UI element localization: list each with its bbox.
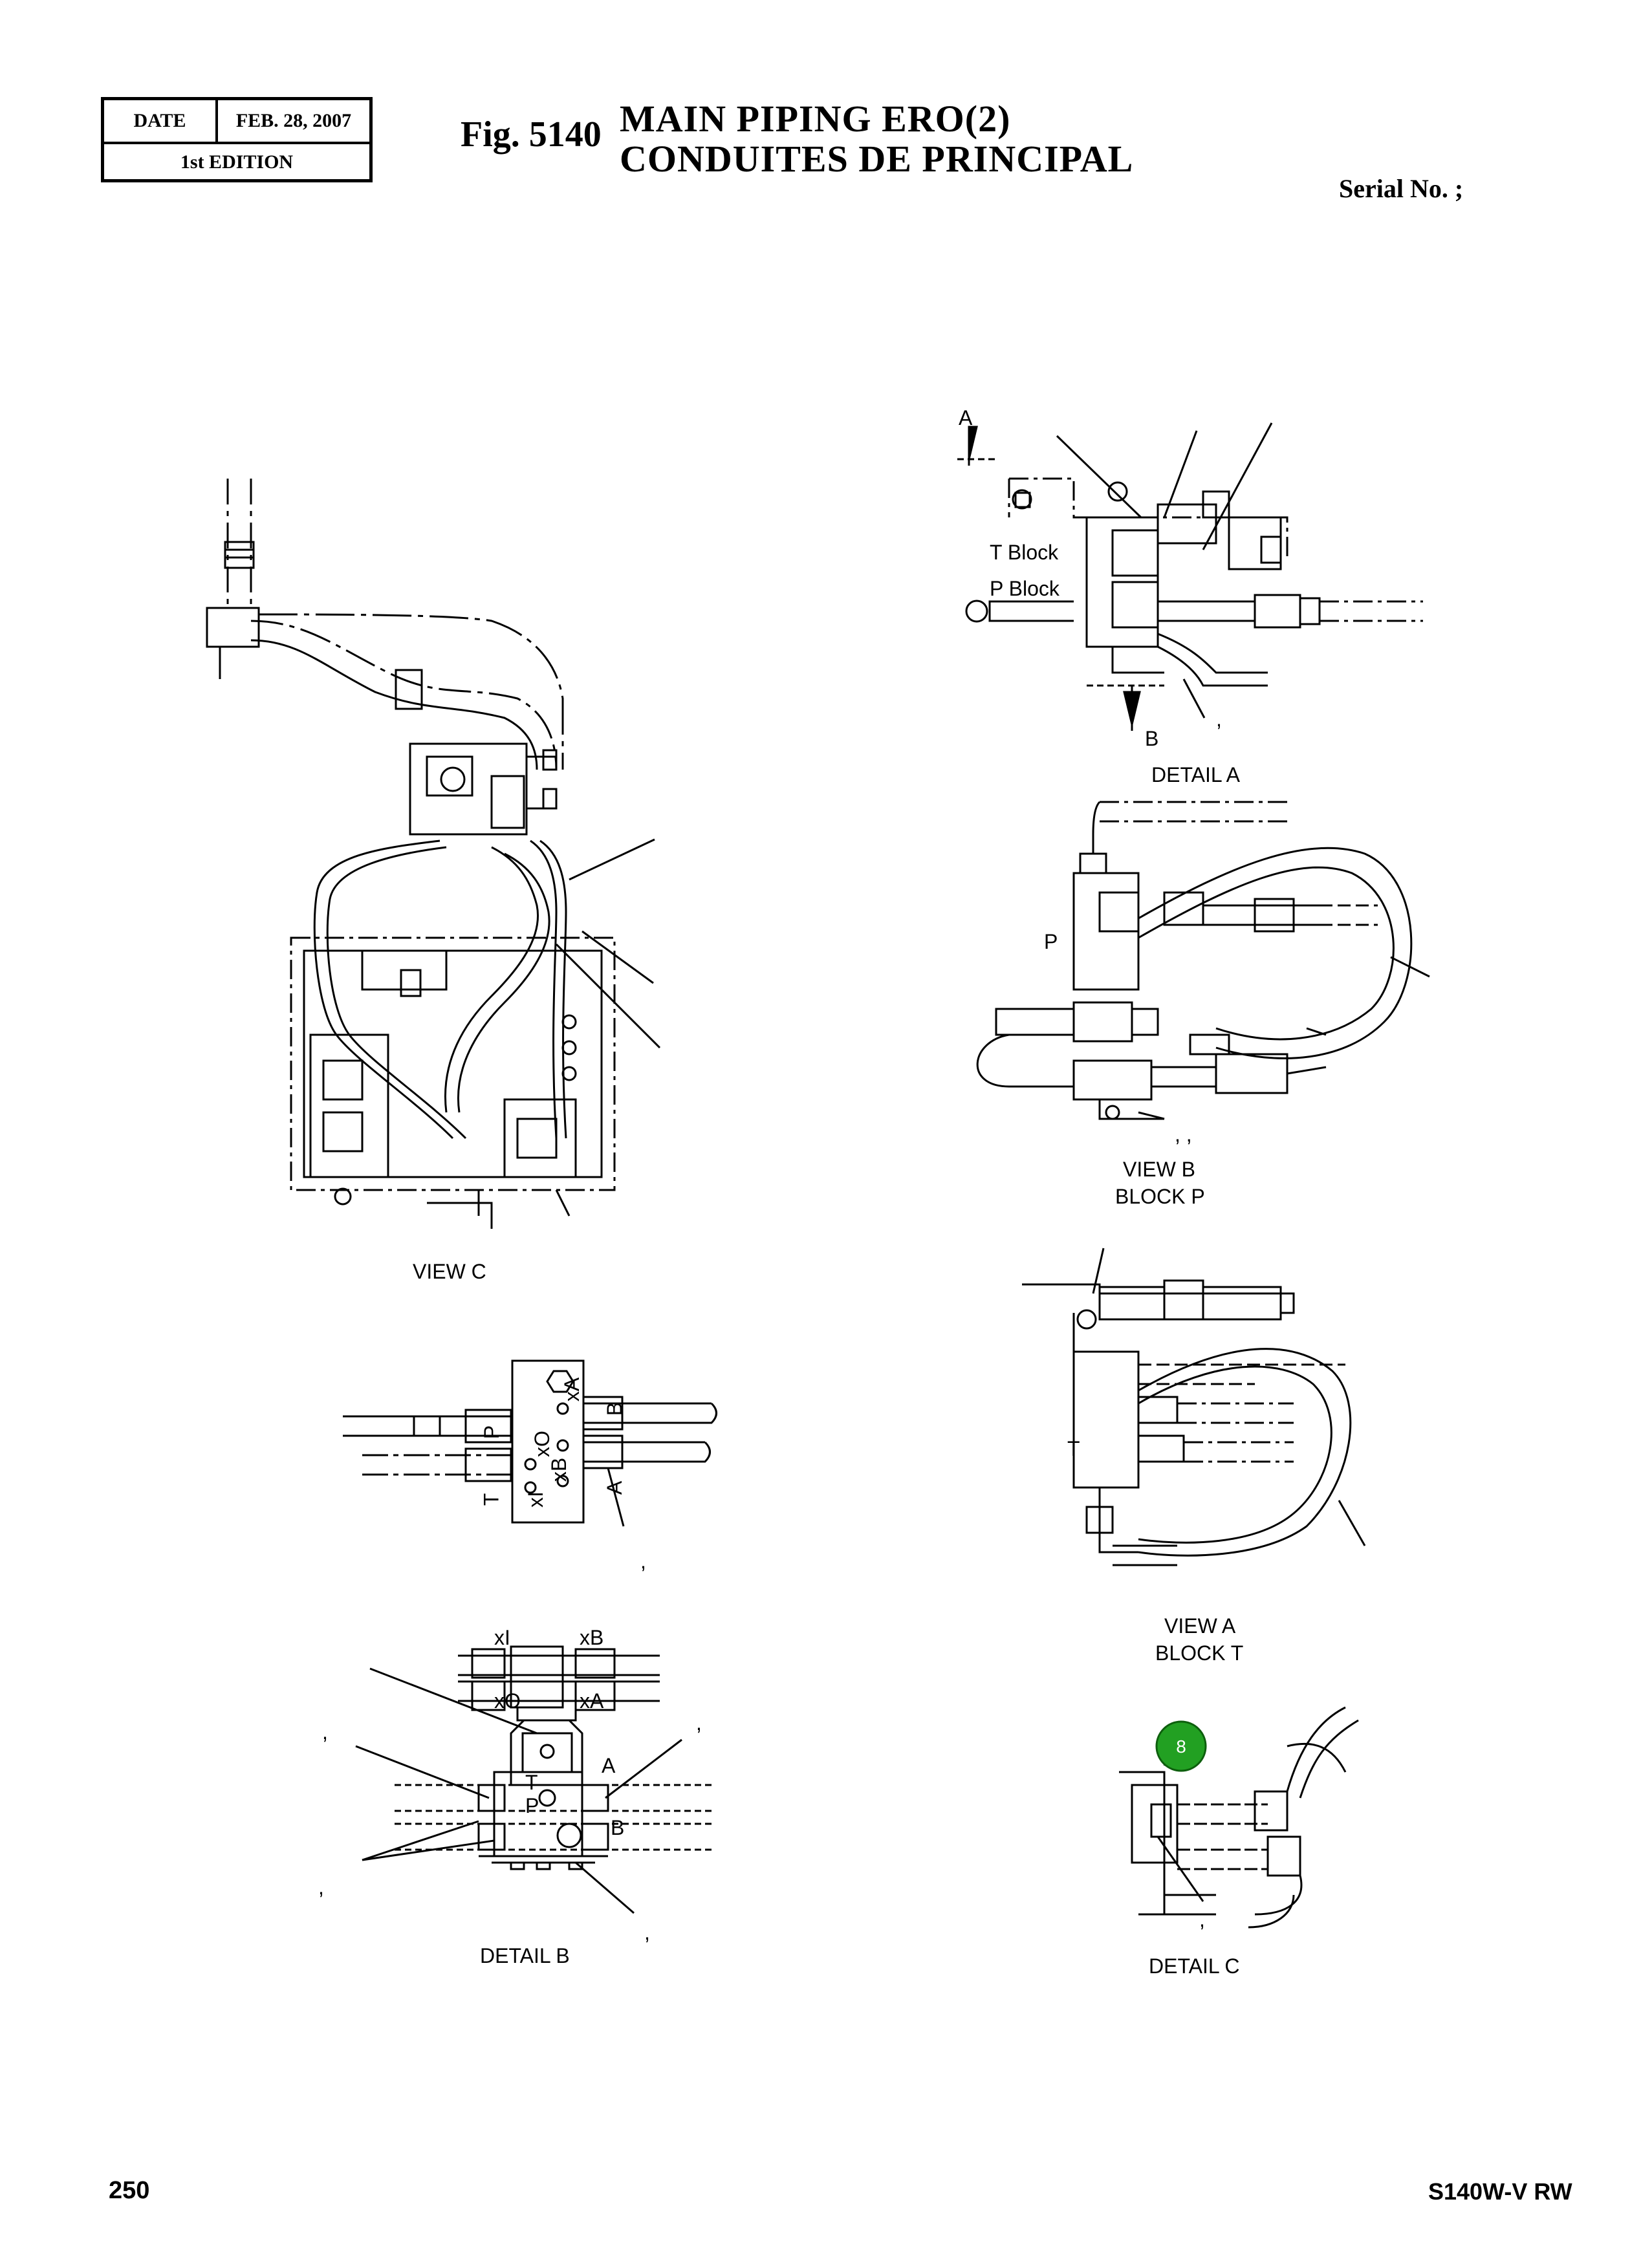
- detail-a-comma: ,: [1216, 708, 1222, 731]
- view-b-port-p: P: [1044, 930, 1058, 953]
- center-port-b: B: [603, 1401, 627, 1416]
- detail-b-port-xa: xA: [580, 1689, 604, 1713]
- date-edition-box: DATE FEB. 28, 2007 1st EDITION: [101, 97, 373, 182]
- date-label: DATE: [104, 100, 218, 142]
- view-b-commas: , ,: [1175, 1123, 1192, 1146]
- center-port-xo: xO: [530, 1431, 554, 1457]
- detail-b-comma-2: ,: [696, 1711, 702, 1735]
- page-title-english: MAIN PIPING ERO(2): [620, 98, 1011, 140]
- callout-8-number: 8: [1176, 1736, 1186, 1757]
- center-port-xa: xA: [560, 1377, 584, 1402]
- detail-c-drawing: [1119, 1707, 1358, 1927]
- detail-b-caption: DETAIL B: [480, 1944, 570, 1967]
- detail-b-comma-3: ,: [318, 1876, 324, 1899]
- detail-b-comma-4: ,: [644, 1921, 650, 1944]
- view-b-subcaption: BLOCK P: [1115, 1185, 1205, 1208]
- date-value: FEB. 28, 2007: [235, 110, 352, 131]
- center-block-drawing: [343, 1361, 717, 1526]
- p-block-label: P Block: [990, 577, 1060, 600]
- callout-8-badge: 8: [1154, 1719, 1208, 1773]
- view-b-caption: VIEW B: [1123, 1158, 1196, 1181]
- view-c-drawing: [207, 479, 660, 1229]
- detail-a-marker-b: B: [1145, 727, 1159, 750]
- detail-b-port-xi: xI: [494, 1626, 510, 1649]
- page-number: 250: [109, 2177, 150, 2204]
- center-port-p: P: [480, 1425, 504, 1440]
- center-port-a: A: [603, 1480, 627, 1495]
- view-a-port-t: T: [1067, 1437, 1080, 1460]
- detail-b-port-xb: xB: [580, 1626, 604, 1649]
- view-b-drawing: [977, 802, 1429, 1119]
- center-port-t: T: [479, 1493, 503, 1506]
- detail-b-port-t: T: [525, 1771, 538, 1794]
- center-port-xi: xI: [523, 1491, 547, 1508]
- detail-b-port-p: P: [525, 1794, 539, 1817]
- view-c-caption: VIEW C: [413, 1260, 486, 1283]
- figure-number: Fig. 5140: [461, 114, 602, 155]
- view-a-caption: VIEW A: [1164, 1614, 1236, 1638]
- view-a-drawing: [1022, 1248, 1365, 1565]
- center-block-comma: ,: [640, 1550, 646, 1573]
- center-port-xb: xB: [547, 1457, 571, 1482]
- date-row: DATE FEB. 28, 2007: [104, 100, 369, 144]
- detail-c-caption: DETAIL C: [1149, 1954, 1240, 1978]
- model-name: S140W-V RW: [1428, 2178, 1572, 2205]
- detail-c-comma: ,: [1199, 1908, 1205, 1931]
- detail-a-drawing: [957, 423, 1423, 731]
- page-title-french: CONDUITES DE PRINCIPAL: [620, 138, 1134, 180]
- serial-number-label: Serial No. ;: [1339, 174, 1464, 203]
- edition-label: 1st EDITION: [180, 151, 294, 173]
- t-block-label: T Block: [990, 541, 1059, 564]
- detail-b-port-a: A: [602, 1754, 616, 1777]
- detail-a-marker-a: A: [959, 406, 973, 429]
- detail-b-port-b: B: [611, 1816, 625, 1839]
- detail-b-drawing: [356, 1647, 712, 1913]
- detail-b-port-xo: xO: [494, 1689, 521, 1713]
- view-a-subcaption: BLOCK T: [1155, 1641, 1244, 1665]
- detail-b-comma-1: ,: [322, 1720, 328, 1744]
- detail-a-caption: DETAIL A: [1151, 763, 1240, 786]
